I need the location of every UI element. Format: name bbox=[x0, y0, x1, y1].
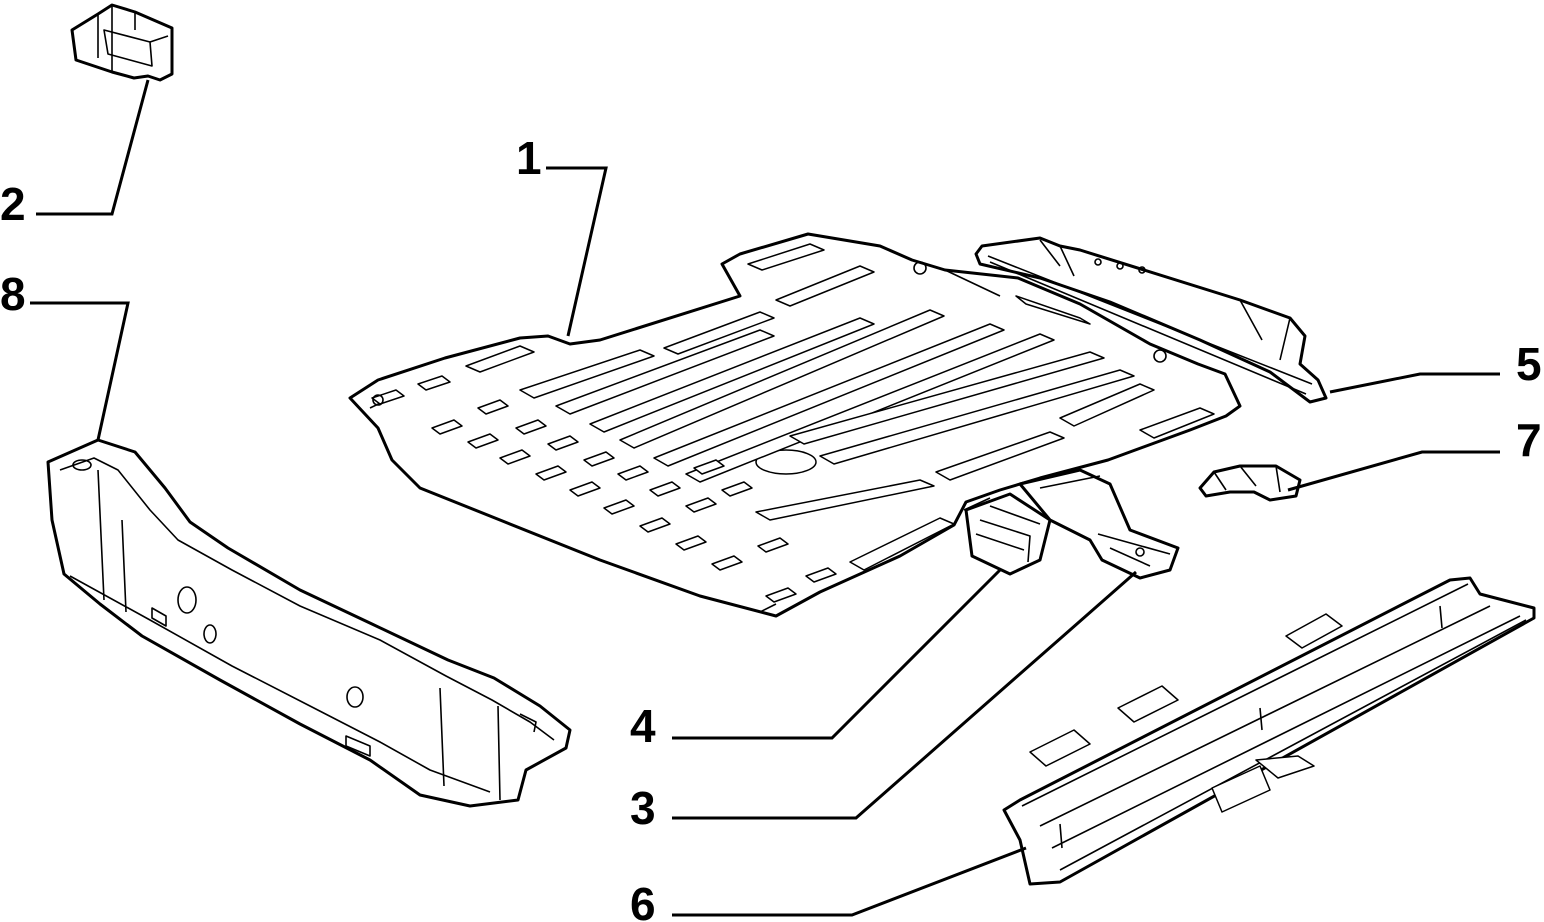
callout-2: 2 bbox=[0, 178, 26, 230]
part-7-bracket bbox=[1198, 464, 1302, 502]
part-1-floor-panel bbox=[348, 232, 1242, 618]
part-2-bracket bbox=[70, 3, 174, 82]
part-3-plate bbox=[1018, 468, 1180, 580]
floor-pads bbox=[371, 375, 837, 603]
floor-ribs bbox=[465, 243, 1215, 571]
leader-3 bbox=[672, 570, 1137, 820]
callout-7: 7 bbox=[1516, 414, 1542, 466]
leader-1 bbox=[546, 166, 608, 337]
leader-2 bbox=[36, 79, 150, 216]
leader-lines bbox=[30, 79, 1500, 917]
leader-8 bbox=[30, 301, 130, 441]
part-8-cross-member bbox=[46, 438, 572, 808]
part-5-rear-rail bbox=[974, 236, 1328, 404]
callout-1: 1 bbox=[516, 132, 542, 184]
part-4-channel bbox=[964, 492, 1052, 576]
leader-5 bbox=[1329, 372, 1500, 394]
callout-5: 5 bbox=[1516, 338, 1542, 390]
part-6-long-rail bbox=[1002, 576, 1536, 886]
callout-3: 3 bbox=[630, 782, 656, 834]
callout-6: 6 bbox=[630, 878, 656, 922]
leader-7 bbox=[1287, 450, 1500, 492]
callout-4: 4 bbox=[630, 700, 656, 752]
leader-6 bbox=[672, 846, 1027, 917]
callout-labels: 1 2 3 4 5 6 7 8 bbox=[0, 132, 1542, 922]
leader-4 bbox=[672, 568, 1002, 740]
callout-8: 8 bbox=[0, 268, 26, 320]
